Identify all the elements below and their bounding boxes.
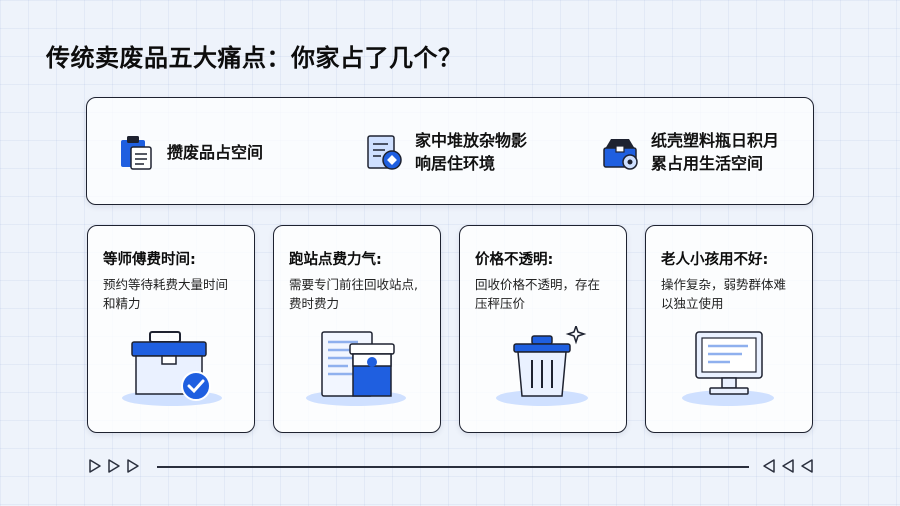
- top-item-clutter: 家中堆放杂物影 响居住环境: [363, 98, 527, 206]
- monitor-icon: [682, 331, 774, 406]
- box-gear-icon: [603, 139, 638, 170]
- card-travel-effort: 跑站点费力气: 需要专门前往回收站点, 费时费力: [273, 225, 441, 433]
- card-desc: 预约等待耗费大量时间 和精力: [103, 277, 229, 311]
- top-item-space: 攒废品占空间: [115, 98, 263, 206]
- triple-chevron-left-icon: [763, 459, 813, 473]
- card-wait-time: 等师傅费时间: 预约等待耗费大量时间 和精力: [87, 225, 255, 433]
- clipboard-folder-icon: [121, 136, 152, 170]
- top-item-text: 纸壳塑料瓶日积月 累占用生活空间: [651, 131, 780, 173]
- card-title: 等师傅费时间:: [103, 252, 196, 268]
- top-item-text: 攒废品占空间: [167, 142, 264, 162]
- trash-bin-icon: [496, 326, 588, 406]
- card-title: 老人小孩用不好:: [661, 252, 769, 268]
- card-desc: 回收价格不透明，存在 压秤压价: [475, 277, 601, 311]
- card-opaque-price: 价格不透明: 回收价格不透明，存在 压秤压价: [459, 225, 627, 433]
- triple-chevron-right-icon: [89, 459, 139, 473]
- card-title: 价格不透明:: [475, 252, 554, 268]
- card-desc: 操作复杂，弱势群体难 以独立使用: [661, 277, 787, 311]
- documents-cup-icon: [306, 331, 406, 406]
- top-panel: 攒废品占空间 家中堆放杂物影 响居住环境 纸壳塑料瓶日积月 累占用生活空间: [86, 97, 814, 205]
- card-hard-for-elderly-kids: 老人小孩用不好: 操作复杂，弱势群体难 以独立使用: [645, 225, 813, 433]
- footer-divider: [157, 466, 749, 468]
- card-desc: 需要专门前往回收站点, 费时费力: [289, 277, 418, 311]
- card-title: 跑站点费力气:: [289, 252, 382, 268]
- toolbox-check-icon: [122, 331, 222, 406]
- page-title: 传统卖废品五大痛点：你家占了几个？: [46, 44, 463, 72]
- top-item-text: 家中堆放杂物影 响居住环境: [415, 131, 528, 173]
- document-badge-icon: [367, 135, 402, 170]
- top-item-accumulate: 纸壳塑料瓶日积月 累占用生活空间: [599, 98, 779, 206]
